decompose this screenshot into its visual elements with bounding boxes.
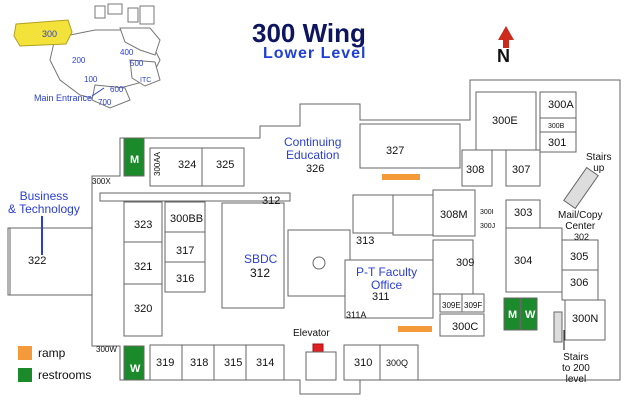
elevator-label: Elevator	[293, 328, 330, 339]
room-300c: 300C	[452, 321, 478, 333]
restroom-w-right: W	[525, 309, 536, 321]
north-label: N	[497, 46, 510, 66]
inset-label-200: 200	[72, 56, 86, 65]
room-319: 319	[156, 357, 174, 369]
room-317: 317	[176, 245, 194, 257]
inset-label-600: 600	[110, 85, 124, 94]
room-316: 316	[176, 273, 194, 285]
inset-label-100: 100	[84, 75, 98, 84]
room-304: 304	[514, 255, 532, 267]
room-300q: 300Q	[386, 358, 408, 368]
room-320: 320	[134, 303, 152, 315]
room-327: 327	[386, 145, 404, 157]
room-322: 322	[28, 255, 46, 267]
stairs-up-label: Stairs up	[586, 152, 612, 174]
room-311: 311	[372, 291, 390, 303]
legend-ramp-swatch	[18, 346, 32, 360]
pt-faculty-office-label: P-T Faculty Office	[356, 265, 418, 292]
room-308m: 308M	[440, 209, 468, 221]
mail-copy-center-label: Mail/Copy Center	[558, 210, 603, 232]
room-300aa: 300AA	[153, 151, 162, 176]
inset-label-itc: ITC	[140, 77, 151, 84]
business-technology-label: Business & Technology	[8, 189, 80, 216]
room-310: 310	[354, 357, 372, 369]
legend-ramp-label: ramp	[38, 346, 66, 360]
room-300x: 300X	[92, 177, 111, 186]
room-309e: 309E	[442, 301, 461, 310]
room-305: 305	[570, 251, 588, 263]
room-318: 318	[190, 357, 208, 369]
room-323: 323	[134, 219, 152, 231]
inset-label-400: 400	[120, 48, 134, 57]
room-314: 314	[256, 357, 274, 369]
map-subtitle: Lower Level	[263, 45, 367, 62]
room-301: 301	[548, 137, 566, 149]
room-302: 302	[574, 232, 589, 242]
inset-label-700: 700	[98, 98, 112, 107]
room-315: 315	[224, 357, 242, 369]
legend-restroom-swatch	[18, 368, 32, 382]
room-324: 324	[178, 159, 196, 171]
room-300w: 300W	[96, 345, 117, 354]
main-entrance-label: Main Entrance	[34, 93, 93, 103]
room-313: 313	[356, 235, 374, 247]
room-300bb: 300BB	[170, 213, 203, 225]
map-title: 300 Wing	[252, 18, 366, 48]
restroom-m-left: M	[130, 154, 139, 166]
room-325: 325	[216, 159, 234, 171]
room-300e: 300E	[492, 115, 518, 127]
room-309: 309	[456, 257, 474, 269]
north-arrow-icon	[498, 26, 514, 48]
room-326: 326	[306, 163, 324, 175]
inset-label-300: 300	[42, 29, 57, 39]
continuing-education-label: Continuing Education	[284, 135, 342, 162]
sbdc-label: SBDC	[244, 252, 278, 266]
room-300n: 300N	[572, 313, 598, 325]
room-300a: 300A	[548, 99, 574, 111]
room-308: 308	[466, 164, 484, 176]
room-306: 306	[570, 277, 588, 289]
room-300b: 300B	[548, 123, 565, 130]
room-307: 307	[512, 164, 530, 176]
room-303: 303	[514, 207, 532, 219]
stairs-to-200-label: Stairs to 200 level	[562, 352, 590, 385]
restroom-w-left: W	[130, 363, 141, 375]
inset-label-500: 500	[130, 59, 144, 68]
campus-inset-map: 300 400 200 500 ITC 100 600 700	[13, 3, 161, 109]
room-312: 312	[250, 266, 271, 280]
room-321: 321	[134, 261, 152, 273]
restroom-m-right: M	[508, 309, 517, 321]
room-300j: 300J	[480, 223, 495, 230]
legend-restroom-label: restrooms	[38, 368, 92, 382]
room-312-upper: 312	[262, 195, 280, 207]
room-300i: 300I	[480, 209, 494, 216]
room-309f: 309F	[464, 301, 482, 310]
room-311a: 311A	[346, 310, 366, 320]
